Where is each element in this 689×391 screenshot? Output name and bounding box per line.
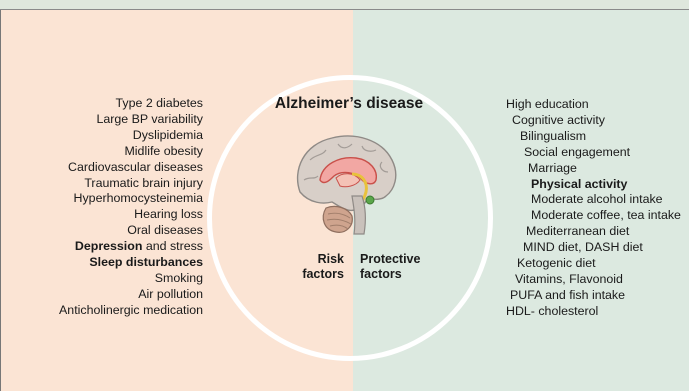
protective-factor-item: High education <box>506 97 681 113</box>
risk-factor-item: Depression and stress <box>59 239 203 255</box>
protective-factor-item: Moderate coffee, tea intake <box>506 208 681 224</box>
diagram-title: Alzheimer’s disease <box>254 95 444 113</box>
protective-factor-item: Physical activity <box>506 177 681 193</box>
risk-label-line1: Risk <box>302 252 344 267</box>
protective-factor-item: Social engagement <box>506 145 681 161</box>
protective-label-line2: factors <box>360 267 420 282</box>
risk-label-line2: factors <box>302 267 344 282</box>
risk-factor-text: Hearing loss <box>134 207 203 221</box>
risk-factor-item: Traumatic brain injury <box>59 176 203 192</box>
risk-factor-item: Type 2 diabetes <box>59 96 203 112</box>
protective-factor-item: PUFA and fish intake <box>506 288 681 304</box>
protective-factor-item: Moderate alcohol intake <box>506 192 681 208</box>
risk-factor-item: Hyperhomocysteinemia <box>59 191 203 207</box>
risk-factor-item: Air pollution <box>59 287 203 303</box>
brain-sagittal-icon <box>290 130 400 240</box>
risk-factor-item: Anticholinergic medication <box>59 303 203 319</box>
risk-factor-text: Hyperhomocysteinemia <box>74 191 203 205</box>
risk-factor-item: Smoking <box>59 271 203 287</box>
risk-factors-label: Risk factors <box>302 252 344 282</box>
protective-factor-item: HDL- cholesterol <box>506 304 681 320</box>
risk-factor-text: Anticholinergic medication <box>59 303 203 317</box>
risk-factor-item: Sleep disturbances <box>59 255 203 271</box>
protective-factor-item: MIND diet, DASH diet <box>506 240 681 256</box>
protective-factor-item: Marriage <box>506 161 681 177</box>
risk-factor-text: and stress <box>142 239 203 253</box>
risk-factor-text: Traumatic brain injury <box>84 176 203 190</box>
risk-factor-item: Oral diseases <box>59 223 203 239</box>
protective-factor-item: Vitamins, Flavonoid <box>506 272 681 288</box>
protective-factor-item: Mediterranean diet <box>506 224 681 240</box>
protective-factor-item: Cognitive activity <box>506 113 681 129</box>
protective-factor-item: Ketogenic diet <box>506 256 681 272</box>
risk-factor-text: Smoking <box>155 271 203 285</box>
risk-factor-text: Dyslipidemia <box>133 128 203 142</box>
risk-factor-text: Type 2 diabetes <box>116 96 203 110</box>
protective-label-line1: Protective <box>360 252 420 267</box>
risk-factor-bold: Sleep disturbances <box>89 255 203 269</box>
protective-factors-label: Protective factors <box>360 252 420 282</box>
top-band <box>0 0 689 10</box>
risk-factor-text: Cardiovascular diseases <box>68 160 203 174</box>
risk-factor-item: Large BP variability <box>59 112 203 128</box>
risk-factor-item: Midlife obesity <box>59 144 203 160</box>
protective-factor-item: Bilingualism <box>506 129 681 145</box>
risk-factor-item: Hearing loss <box>59 207 203 223</box>
risk-factor-text: Oral diseases <box>127 223 203 237</box>
risk-factor-bold: Depression <box>75 239 142 253</box>
risk-factor-item: Cardiovascular diseases <box>59 160 203 176</box>
risk-factor-item: Dyslipidemia <box>59 128 203 144</box>
risk-factor-text: Midlife obesity <box>124 144 203 158</box>
risk-factor-text: Large BP variability <box>96 112 203 126</box>
risk-factor-text: Air pollution <box>138 287 203 301</box>
